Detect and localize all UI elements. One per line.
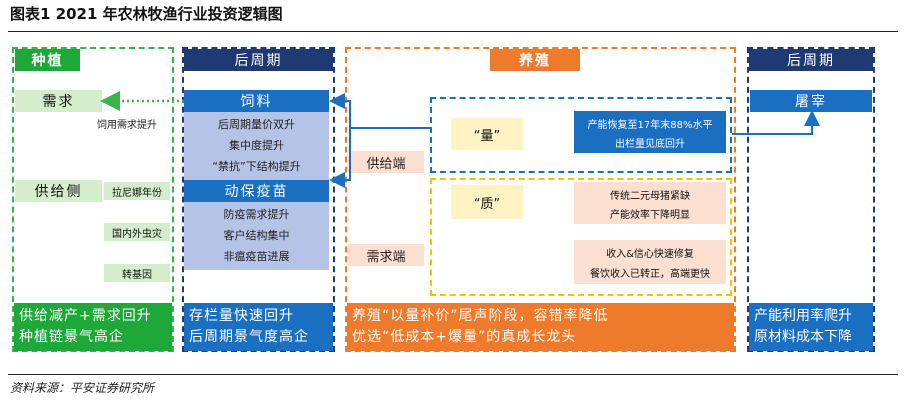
quantity-detail: 产能恢复至17年末88%水平 出栏量见底回升 [574, 111, 726, 153]
post-cycle-right-column [747, 47, 875, 352]
quality-group [430, 178, 732, 296]
quality-supply-detail: 传统二元母猪紧缺 产能效率下降明显 [574, 182, 726, 224]
vaccine-item: 防疫需求提升 [223, 208, 290, 221]
slaughter-box: 屠宰 [750, 90, 872, 112]
post-cycle-right-summary-line-1: 产能利用率爬升 [754, 308, 852, 324]
footer-divider [8, 374, 898, 375]
vaccine-box: 动保疫苗 [184, 180, 329, 202]
demand-end-box: 需求端 [348, 244, 424, 266]
quality-box: “质” [451, 185, 523, 219]
supply-item-pests: 国内外虫灾 [104, 223, 170, 241]
quality-demand-line: 收入&信心快速修复 [606, 249, 694, 260]
vaccine-list: 防疫需求提升 客户结构集中 非瘟疫苗进展 [184, 202, 329, 270]
breeding-header: 养殖 [490, 49, 580, 71]
breeding-column [345, 47, 736, 352]
quantity-to-slaughter-arrow [732, 110, 820, 135]
quality-demand-detail: 收入&信心快速修复 餐饮收入已转正，高端更快 [574, 240, 726, 284]
quality-demand-line: 餐饮收入已转正，高端更快 [590, 269, 710, 280]
vaccine-item: 非瘟疫苗进展 [223, 250, 290, 263]
quality-supply-line: 传统二元母猪紧缺 [610, 191, 690, 202]
supply-side-box: 供给侧 [15, 180, 102, 202]
feed-item: 后周期量价双升 [218, 118, 295, 131]
breeding-summary-line-2: 优选“低成本+爆量”的真成长龙头 [352, 329, 577, 345]
quality-supply-line: 产能效率下降明显 [610, 210, 690, 221]
planting-summary-line-2: 种植链景气高企 [19, 329, 124, 345]
post-cycle-left-summary-line-1: 存栏量快速回升 [189, 308, 294, 324]
feed-item: 集中度提升 [229, 139, 284, 152]
feed-list: 后周期量价双升 集中度提升 “禁抗”下结构提升 [184, 112, 329, 180]
feed-demand-note: 饲用需求提升 [97, 119, 157, 131]
post-cycle-right-summary: 产能利用率爬升 原材料成本下降 [749, 303, 873, 351]
page-title: 图表1 2021 年农林牧渔行业投资逻辑图 [10, 5, 283, 23]
breeding-summary: 养殖“以量补价”尾声阶段，容错率降低 优选“低成本+爆量”的真成长龙头 [347, 303, 734, 351]
breeding-summary-line-1: 养殖“以量补价”尾声阶段，容错率降低 [352, 308, 609, 324]
quantity-box: “量” [451, 118, 523, 150]
supply-item-gmo: 转基因 [104, 264, 170, 282]
planting-header: 种植 [15, 49, 80, 71]
post-cycle-left-summary: 存栏量快速回升 后周期景气度高企 [184, 303, 333, 351]
quantity-group [430, 97, 732, 173]
quantity-detail-line: 出栏量见底回升 [615, 139, 685, 150]
post-cycle-left-summary-line-2: 后周期景气度高企 [189, 329, 309, 345]
title-divider [8, 31, 898, 32]
quantity-detail-line: 产能恢复至17年末88%水平 [587, 120, 713, 131]
source-note: 资料来源：平安证券研究所 [10, 381, 155, 395]
planting-column [12, 47, 174, 352]
post-cycle-left-column [182, 47, 335, 352]
supply-item-la-nina: 拉尼娜年份 [104, 182, 170, 200]
planting-summary-line-1: 供给减产+需求回升 [19, 308, 152, 324]
feed-box: 饲料 [184, 90, 329, 112]
demand-box: 需求 [15, 90, 102, 112]
supply-to-vaccine-arrow [329, 128, 351, 188]
planting-summary: 供给减产+需求回升 种植链景气高企 [14, 303, 172, 351]
supply-end-box: 供给端 [348, 151, 424, 173]
feed-item: “禁抗”下结构提升 [212, 160, 301, 173]
post-cycle-left-header: 后周期 [184, 49, 333, 71]
post-cycle-right-summary-line-2: 原材料成本下降 [754, 329, 852, 345]
post-cycle-right-header: 后周期 [749, 49, 873, 71]
vaccine-item: 客户结构集中 [223, 229, 290, 242]
supply-to-feed-arrow [329, 93, 430, 129]
